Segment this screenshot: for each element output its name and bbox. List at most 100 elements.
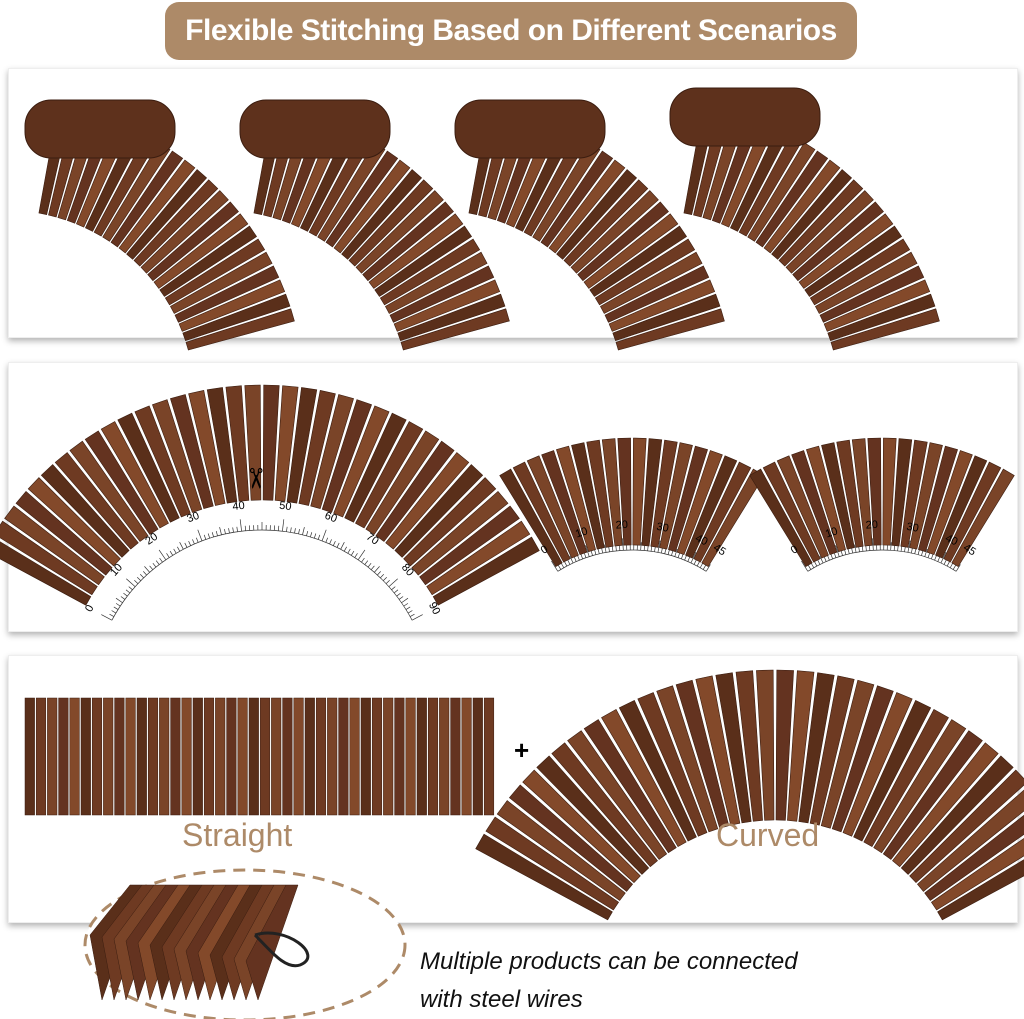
large-ruler-tick [391,586,396,591]
large-ruler-tick [403,603,409,607]
large-ruler-tick [282,519,285,532]
large-ruler-tick [401,597,409,604]
small-ruler-1-tick [667,549,670,555]
large-curved-walkway-slat [310,394,354,509]
rolled-walkway-4-slat [804,225,903,297]
large-ruler-tick [325,537,329,543]
small-ruler-2-tick [900,546,903,552]
large-curved-walkway-slat [274,385,299,502]
rolled-walkway-1-slat [178,279,286,332]
small-ruler-1-tick [597,548,600,554]
small-ruler-2-tick [934,555,937,561]
large-curved-walkway-slat [0,541,92,606]
straight-walkway-slat [282,697,293,816]
straight-walkway-slat [259,697,271,816]
small-ruler-1-tick [567,559,571,565]
small-ruler-1-label: 30 [655,521,669,535]
rolled-walkway-3-slat [570,190,659,274]
large-ruler-tick [232,527,234,533]
large-ruler-tick [215,530,218,537]
large-curved-walkway-slat [40,464,130,558]
rolled-walkway-2-slat [317,142,386,242]
straight-walkway-slat [327,697,338,816]
small-ruler-1-label: 10 [574,525,589,540]
large-ruler-label: 20 [143,531,160,548]
curved-walkway-slat [756,669,775,821]
small-curved-walkway-1-slat [586,439,614,548]
small-ruler-2-tick [940,551,947,564]
rolled-walkway-1-slat [169,251,273,314]
large-ruler-tick [152,562,157,568]
small-ruler-2-tick [814,561,818,567]
rolled-walkway-3-slat [612,293,721,341]
curved-walkway-slat [522,769,641,884]
small-ruler-1-tick [564,561,568,567]
small-ruler-1-tick [696,561,700,567]
straight-walkway-slat [405,697,416,816]
rolled-walkway-4-slat [771,169,853,260]
straight-walkway-slat [226,697,237,816]
rolled-walkway-3-slat [556,169,638,260]
large-ruler-label: 30 [185,510,201,526]
large-ruler-tick [120,596,126,600]
note-line-1: Multiple products can be connected [420,948,798,975]
small-ruler-1-label: 45 [711,542,728,559]
rolled-walkway-4-slat [830,308,940,351]
small-ruler-1-tick [608,546,610,552]
curved-walkway-slat [916,789,1024,892]
small-curved-walkway-2-slat [776,455,829,559]
small-ruler-1-label: 20 [615,519,628,532]
rolled-walkway-4-slat [763,159,841,254]
large-ruler-tick [364,560,369,565]
small-ruler-2-tick [847,548,850,554]
small-ruler-2-label: 30 [905,521,919,535]
curved-walkway-slat [601,708,687,848]
small-ruler-2-tick [937,556,941,562]
small-curved-walkway-1-slat [526,455,579,559]
large-curved-walkway-slat [170,394,214,509]
large-ruler-tick [139,574,144,579]
rolled-walkway-2-slat [362,201,454,282]
steel-wire-icon [253,931,310,968]
small-ruler-1-baseline [557,549,707,572]
curved-walkway-slat [567,730,668,860]
large-ruler-tick [236,526,238,532]
curved-walkway-slat [475,833,613,921]
large-ruler-tick [228,528,230,534]
note-line-2: with steel wires [420,986,583,1013]
large-curved-walkway-slat [244,384,262,501]
small-ruler-1-tick [654,546,656,552]
small-ruler-1-tick [690,551,697,564]
rolled-walkway-3-slat [599,251,703,314]
small-curved-walkway-2-slat [867,437,882,546]
rolled-walkway-2-slat [333,159,411,254]
straight-walkway-slat [147,697,159,816]
large-curved-walkway-slat [134,405,191,518]
curved-walkway-slat [675,679,730,829]
large-ruler-tick [188,540,192,546]
small-ruler-2-tick [858,546,860,552]
straight-walkway-slat [394,697,405,816]
large-curved-walkway-slat [394,464,484,558]
curved-walkway-slat [937,859,1024,921]
large-ruler-tick [195,537,199,543]
rolled-walkway-1-slat [185,308,295,351]
large-ruler-label: 80 [399,562,416,579]
rolled-walkway-1-slat [164,238,266,306]
large-ruler-tick [370,565,375,570]
small-ruler-1-tick [650,546,653,552]
curved-walkway-slat [735,670,763,822]
small-curved-walkway-1-slat [571,442,605,550]
rolled-walkway-3-slat [608,279,716,332]
small-ruler-2-tick [840,550,843,556]
rolled-walkway-1-slat [147,201,239,282]
straight-walkway-slat [114,697,125,816]
large-curved-walkway-slat [419,505,520,586]
small-ruler-2-tick [952,564,957,570]
large-ruler-tick [137,577,142,582]
large-curved-walkway-slat [0,520,98,596]
small-ruler-2-tick [949,563,953,568]
small-ruler-1-tick [585,545,590,557]
small-curved-walkway-2-slat [943,461,1002,563]
small-ruler-1-tick [687,556,691,562]
